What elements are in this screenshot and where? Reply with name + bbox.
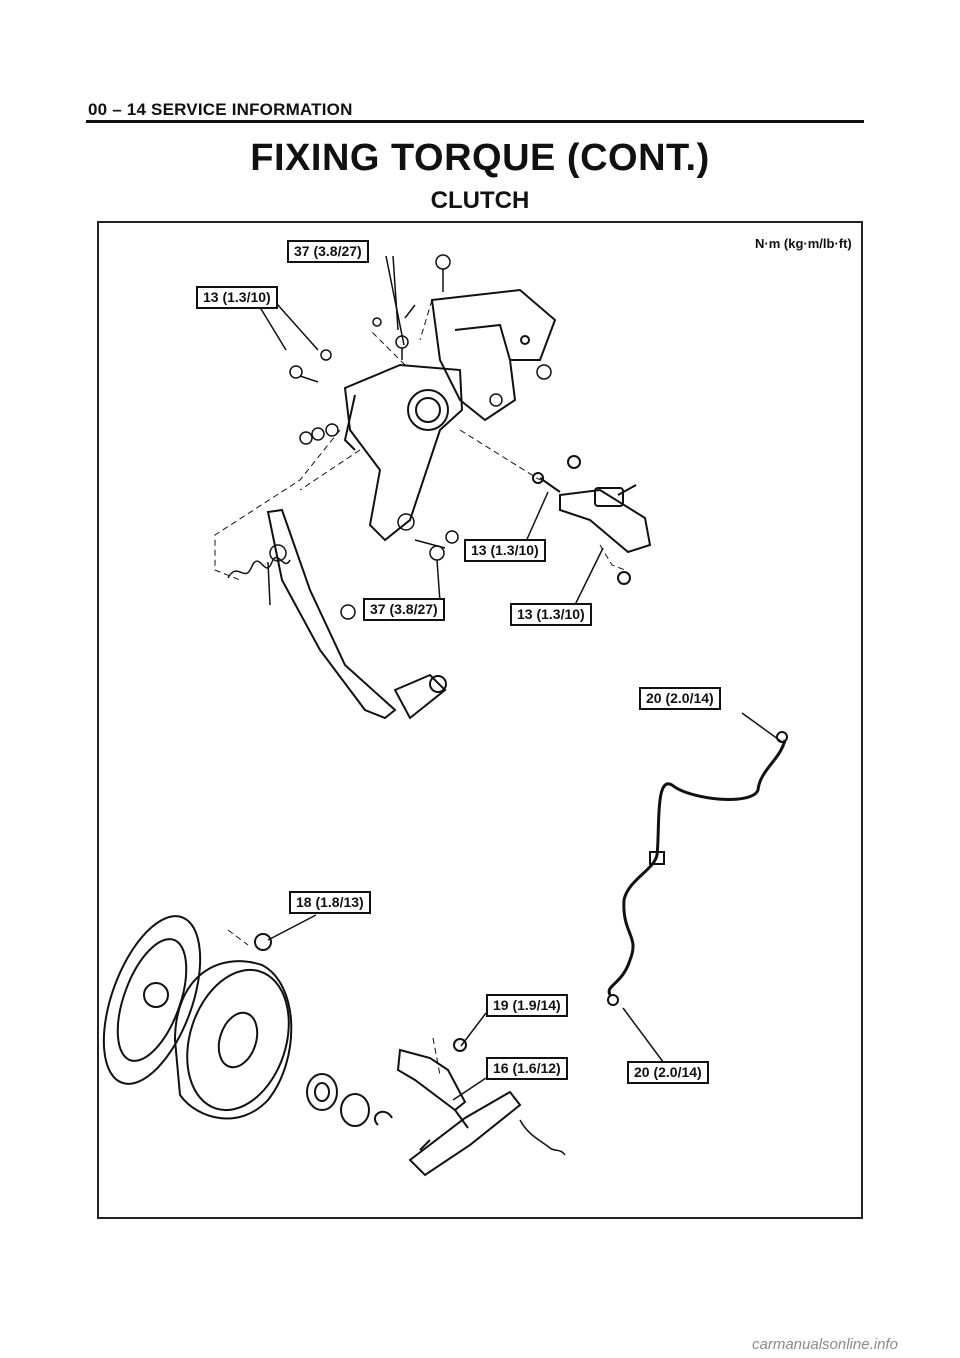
clutch-pedal-arm	[266, 508, 447, 720]
torque-unit-label: N·m (kg·m/lb·ft)	[755, 236, 852, 251]
page-header: 00 – 14 SERVICE INFORMATION	[88, 100, 353, 119]
release-bearing-parts	[306, 1073, 393, 1127]
assembly-guides	[214, 299, 626, 1076]
torque-label-master-cyl-nut: 13 (1.3/10)	[510, 603, 592, 626]
torque-label-slave-cyl-bolt: 19 (1.9/14)	[486, 994, 568, 1017]
torque-label-slave-cyl-fitting: 16 (1.6/12)	[486, 1057, 568, 1080]
torque-label-pressure-plate: 18 (1.8/13)	[289, 891, 371, 914]
clutch-disc	[102, 915, 202, 1085]
torque-label-pushrod-bolt: 13 (1.3/10)	[464, 539, 546, 562]
page-title: FIXING TORQUE (CONT.)	[250, 137, 710, 179]
torque-label-bracket-bolt: 13 (1.3/10)	[196, 286, 278, 309]
master-cylinder	[532, 455, 652, 585]
pressure-plate	[173, 933, 293, 1120]
slave-cylinder	[396, 1038, 469, 1129]
section-subtitle: CLUTCH	[430, 187, 530, 214]
pivot-hardware	[340, 513, 459, 620]
torque-label-pivot-bolt: 37 (3.8/27)	[363, 598, 445, 621]
torque-label-pedal-top-bolt: 37 (3.8/27)	[287, 240, 369, 263]
torque-label-pipe-upper: 20 (2.0/14)	[639, 687, 721, 710]
top-bolts	[289, 254, 552, 445]
fork-spring	[519, 1119, 566, 1156]
pedal-bracket	[343, 363, 464, 542]
leader-lines	[257, 255, 783, 1101]
clutch-pipe	[607, 731, 788, 1006]
support-bracket	[430, 288, 557, 422]
return-spring	[227, 544, 291, 606]
release-fork	[408, 1090, 522, 1177]
header-rule	[86, 120, 864, 123]
diagram-frame	[97, 221, 863, 1219]
torque-label-pipe-lower: 20 (2.0/14)	[627, 1061, 709, 1084]
site-watermark: carmanualsonline.info	[752, 1336, 898, 1353]
